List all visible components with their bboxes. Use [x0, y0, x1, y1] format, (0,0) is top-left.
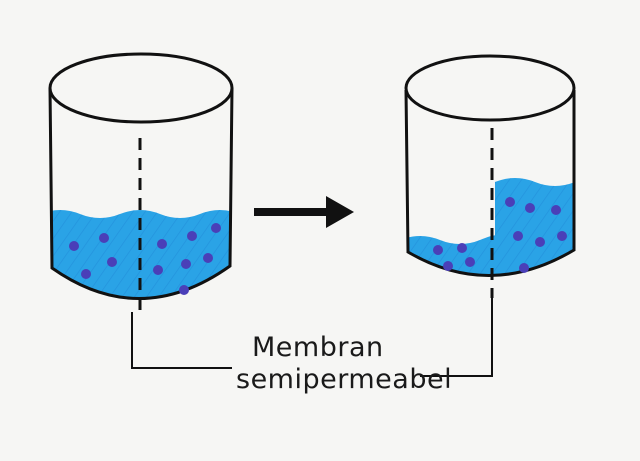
left-solute-particles — [69, 223, 221, 295]
right-water — [406, 178, 574, 276]
membrane-label-line2: semipermeabel — [236, 364, 453, 395]
left-water — [50, 210, 232, 299]
right-arrow-icon — [254, 196, 354, 228]
left-leader-line — [131, 312, 232, 369]
left-beaker-rim — [48, 52, 234, 124]
membrane-label-line1: Membran — [252, 332, 384, 363]
right-leader-line — [420, 298, 493, 377]
right-beaker-rim — [404, 54, 576, 122]
right-beaker — [404, 54, 576, 298]
label-leader-lines — [131, 298, 493, 377]
left-beaker — [48, 52, 234, 310]
right-solute-particles — [433, 197, 567, 273]
